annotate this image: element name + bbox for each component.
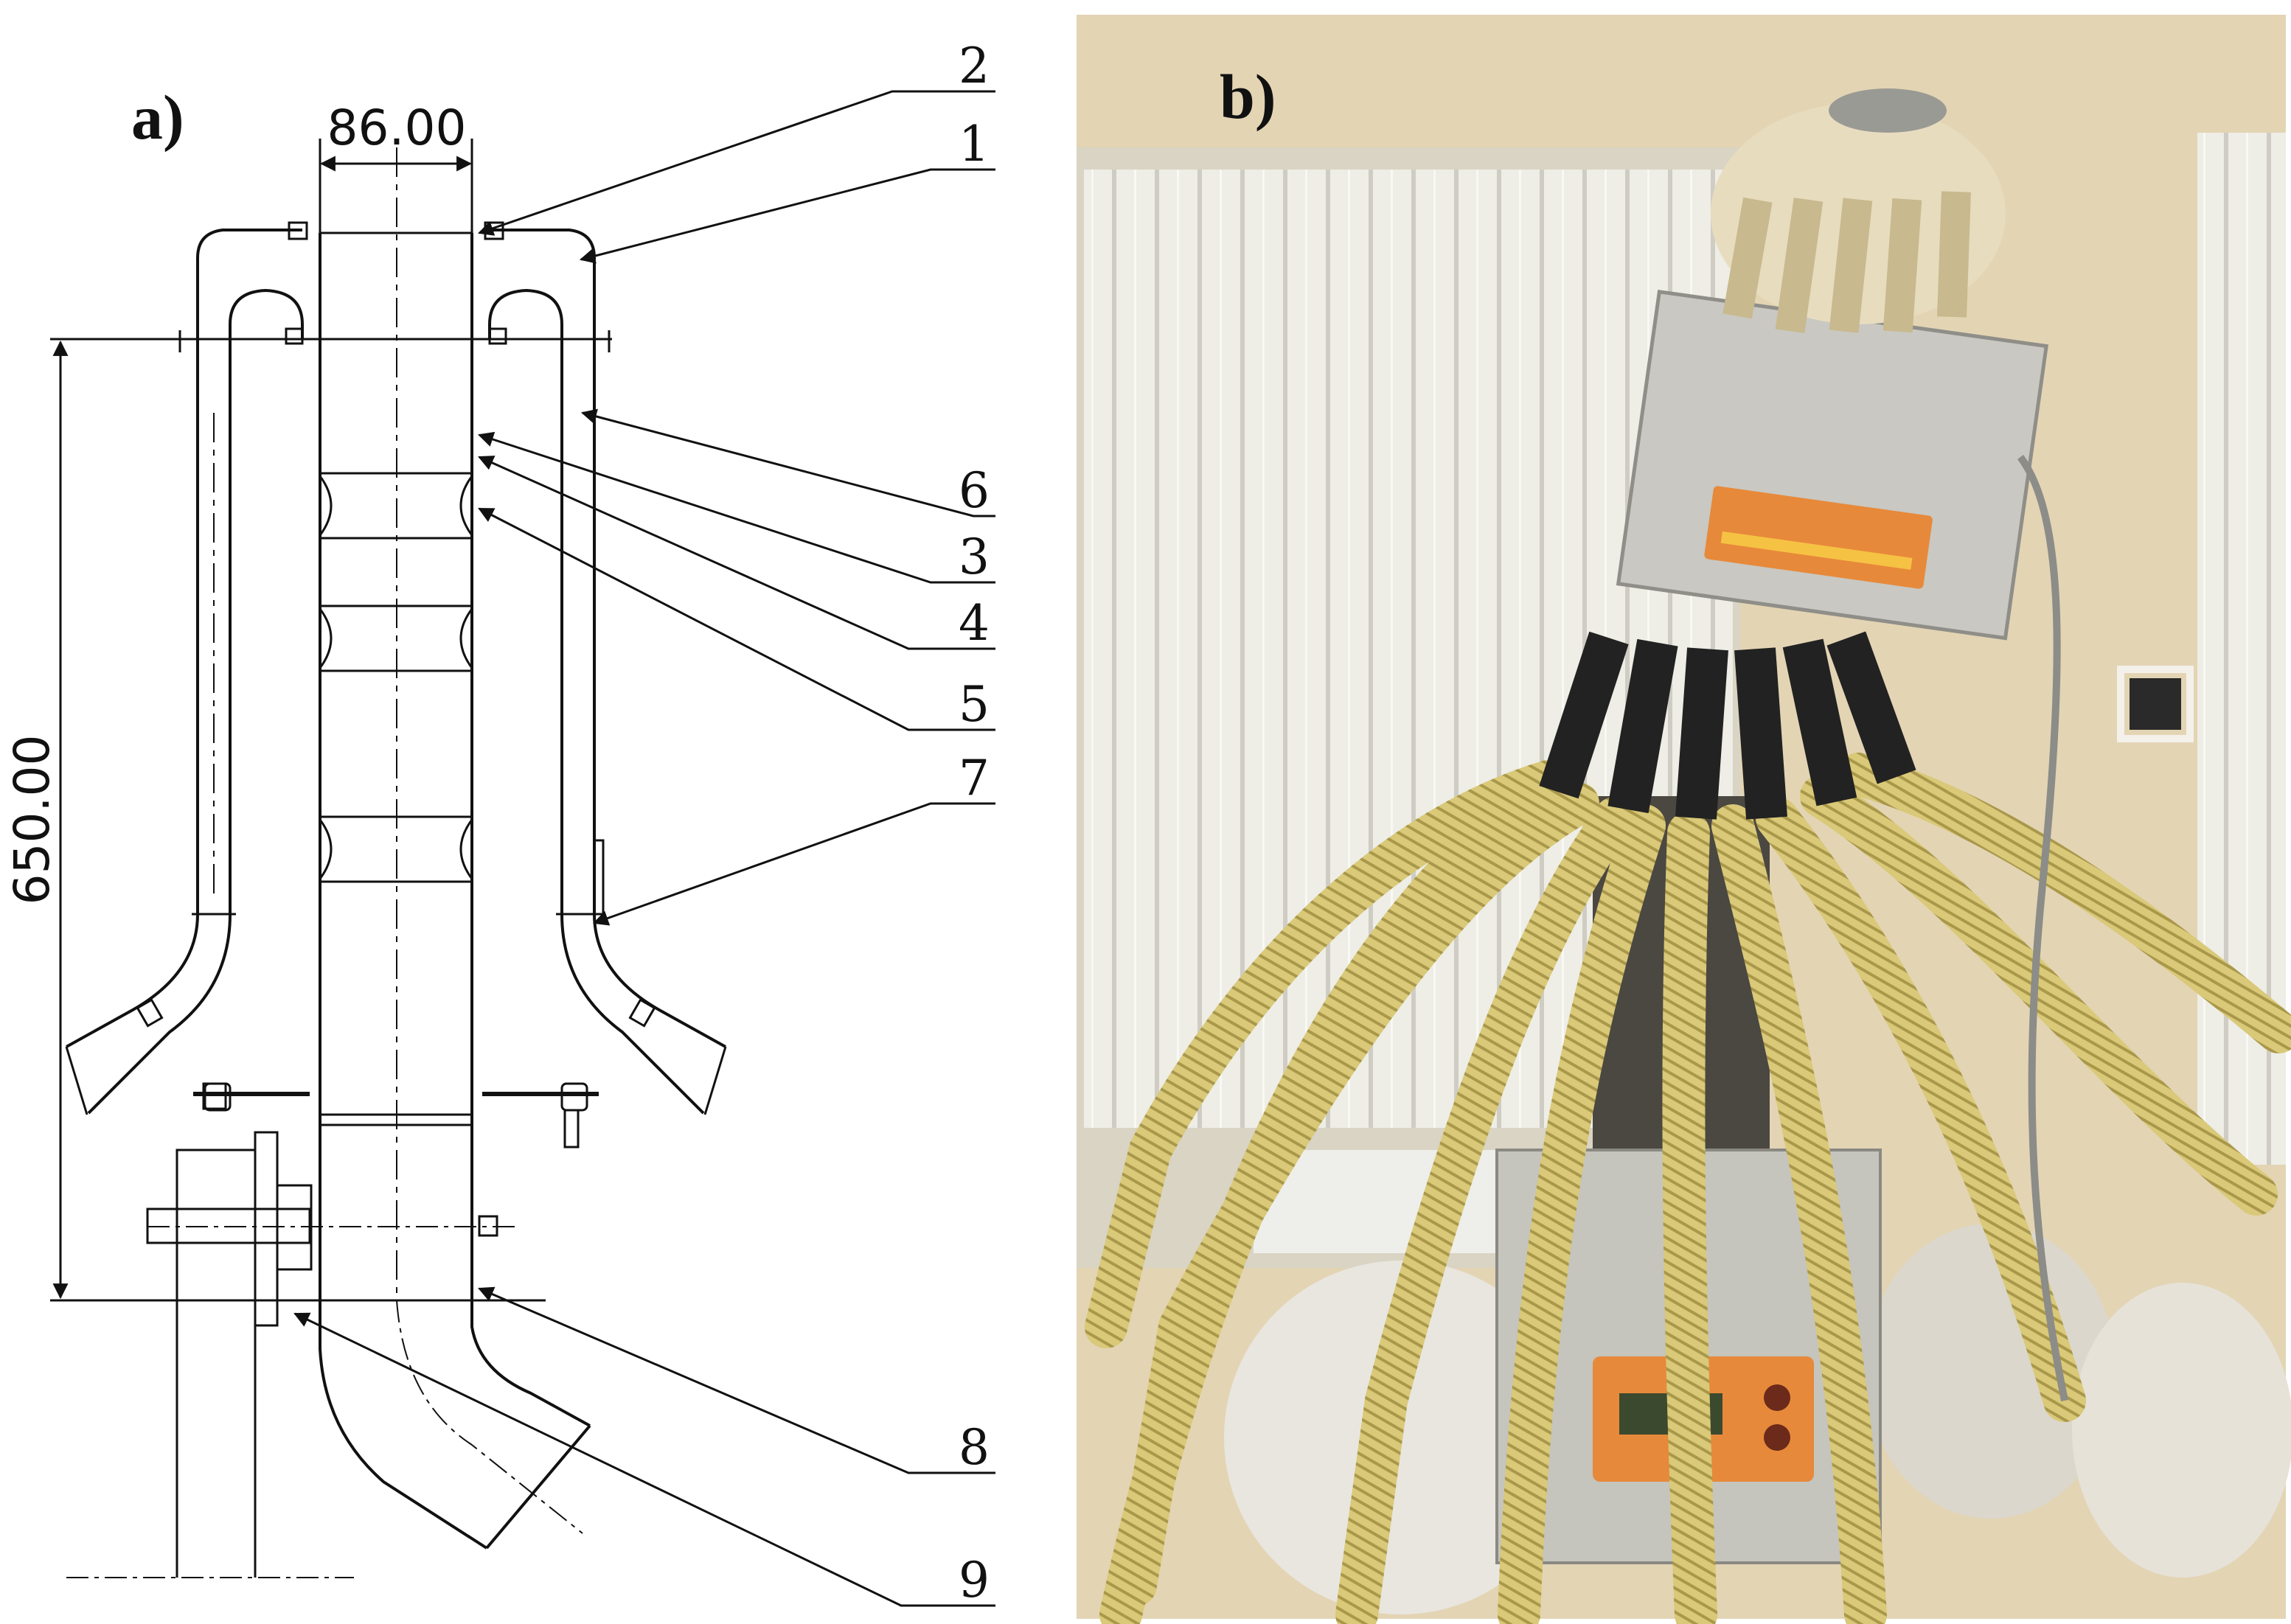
height-dimension-value: 650.00 (4, 735, 60, 905)
wall-outlet (2130, 678, 2181, 730)
callout-labels: 2 1 6 3 4 5 7 8 9 (959, 38, 990, 1609)
panel-b-label: b) (1220, 61, 1276, 132)
fasteners (178, 221, 611, 1237)
central-tube (319, 147, 473, 1300)
width-dimension-value: 86.00 (327, 100, 467, 156)
panel-a-label: a) (131, 82, 184, 153)
left-u-tube (65, 229, 310, 1115)
upper-housing (1616, 289, 2049, 641)
callout-5: 5 (959, 676, 990, 733)
panel-b-photo: b) (1077, 15, 2291, 1624)
baffle-rings (319, 472, 473, 883)
callout-8: 8 (959, 1419, 990, 1476)
callout-leaders (293, 90, 995, 1607)
callout-6: 6 (959, 462, 990, 519)
control-knob (1764, 1384, 1790, 1411)
grey-cable (2017, 455, 2068, 1401)
right-u-tube (482, 229, 727, 1149)
panel-a-drawing: a) 86.00 650.00 (4, 38, 995, 1609)
height-dimension: 650.00 (4, 338, 612, 1302)
callout-2: 2 (959, 38, 990, 94)
wall-outlet-plate (2117, 666, 2194, 742)
callout-4: 4 (959, 595, 990, 652)
hose-connectors (1539, 631, 1916, 820)
yellow-hoses (1085, 753, 2291, 1624)
callout-1: 1 (959, 116, 990, 172)
callout-9: 9 (959, 1552, 990, 1609)
control-knob (1764, 1424, 1790, 1451)
motor-bracket (66, 1131, 516, 1578)
callout-3: 3 (959, 529, 990, 585)
discharge-spout (319, 1300, 591, 1550)
callout-7: 7 (959, 750, 990, 806)
seed-sack (2072, 1283, 2291, 1578)
width-dimension: 86.00 (319, 100, 473, 251)
distributor-cap (1711, 88, 2006, 333)
